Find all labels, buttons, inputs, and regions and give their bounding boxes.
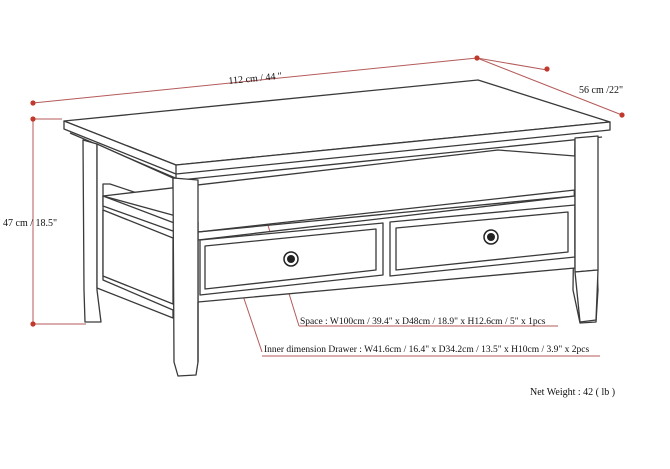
front-left-leg — [172, 177, 199, 377]
table-outline — [63, 79, 611, 377]
width-extension — [476, 57, 548, 71]
width-dimension-line — [32, 57, 478, 104]
dot-height-top — [30, 116, 36, 122]
left-drawer-front — [199, 222, 384, 296]
space-label: Space : W100cm / 39.4" x D48cm / 18.9" x… — [300, 317, 546, 327]
dot-depth-end — [619, 112, 625, 118]
dot-height-bottom — [30, 321, 36, 327]
depth-dimension-line — [476, 57, 623, 116]
dot-width-left — [30, 100, 36, 106]
dimension-lines — [32, 57, 623, 357]
front-right-leg-top — [574, 135, 599, 273]
drawer-label: Inner dimension Drawer : W41.6cm / 16.4"… — [264, 345, 590, 355]
drawer-knobs — [283, 229, 499, 267]
left-drawer-panel — [204, 228, 377, 290]
right-drawer-panel — [395, 211, 569, 271]
net-weight-label: Net Weight : 42 ( lb ) — [530, 387, 616, 398]
dot-width-right — [474, 55, 480, 61]
left-lower-panel — [102, 209, 174, 305]
dot-depth-start — [544, 66, 550, 72]
depth-label: 56 cm /22" — [579, 85, 624, 96]
front-right-leg-foot — [574, 269, 599, 323]
height-label: 47 cm / 18.5" — [3, 218, 58, 229]
